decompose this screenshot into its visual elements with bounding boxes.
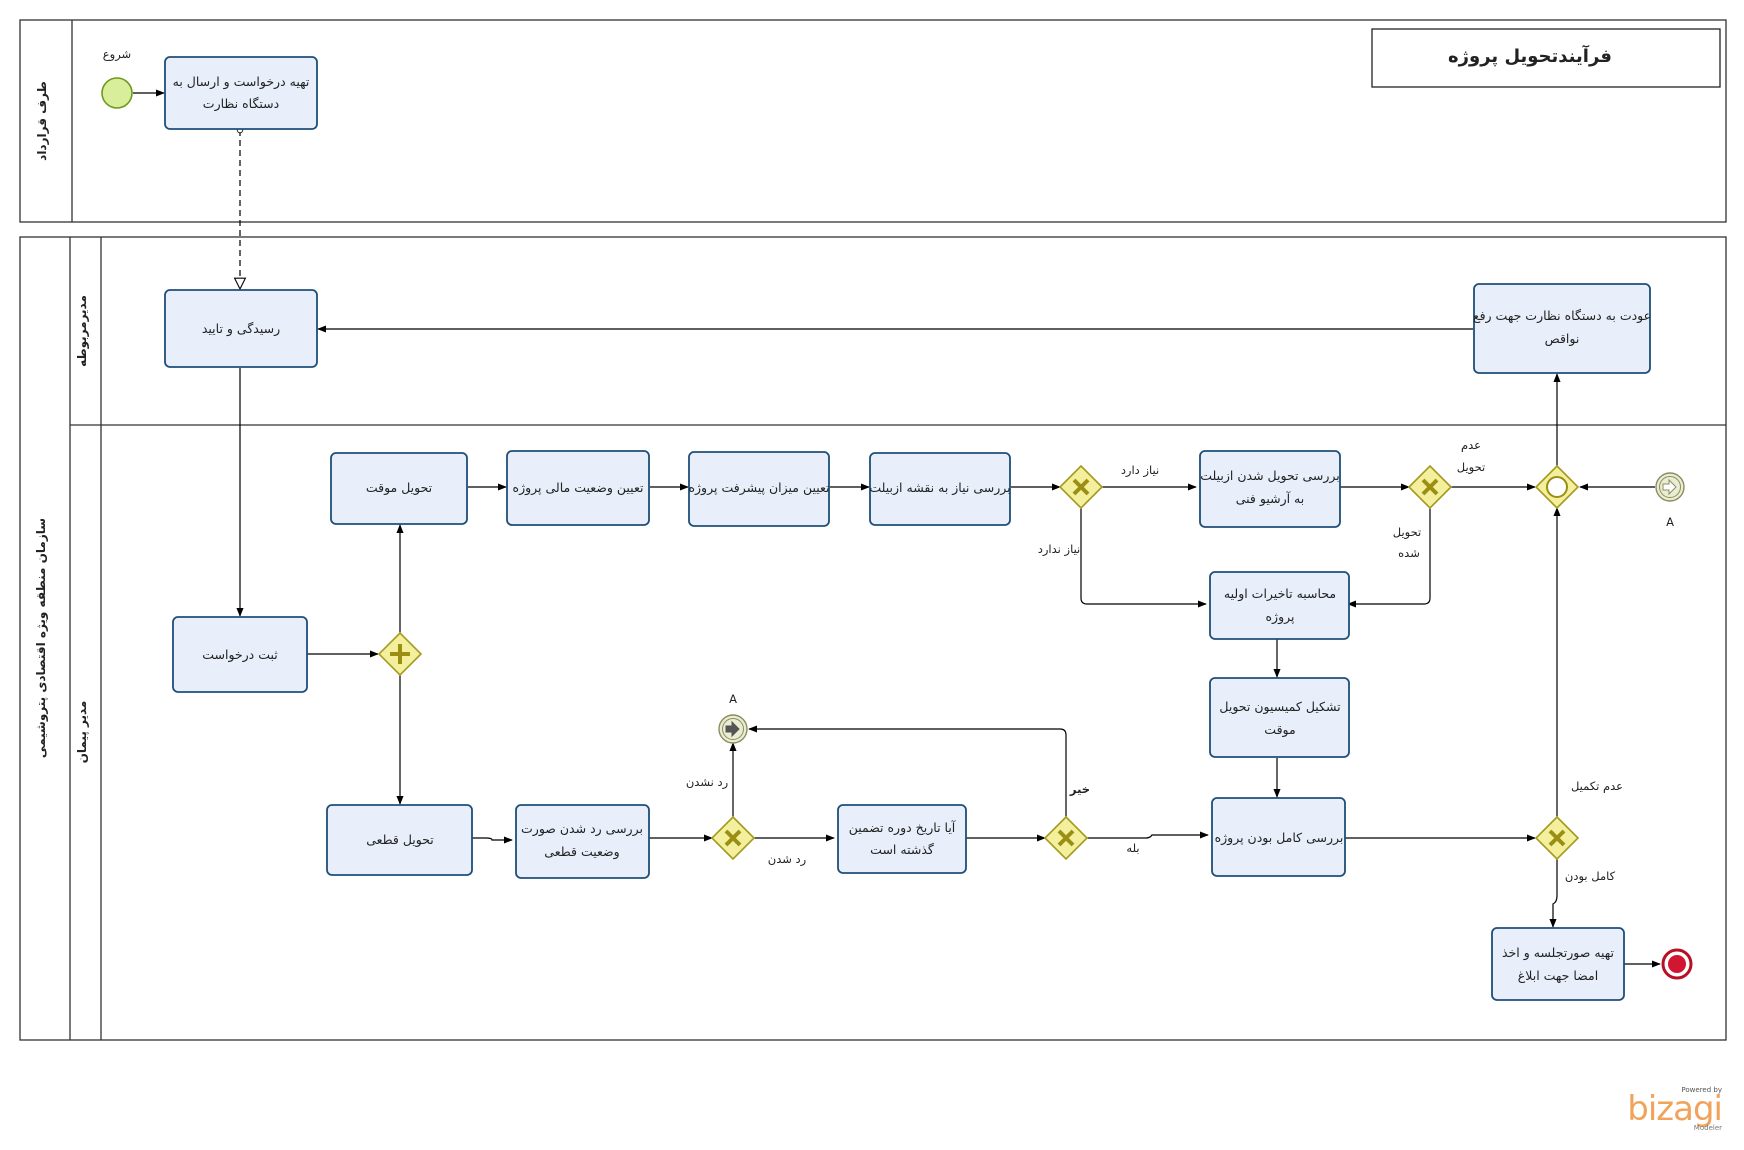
link-catch-label: A [1666,515,1674,529]
link-arrow-icon [725,720,740,738]
task-completeness[interactable] [1211,797,1346,877]
task-temporary-delivery[interactable] [330,452,468,525]
pool-contractor-label: طرف قرارداد [35,81,49,161]
bizagi-logo: Powered by bizagi Modeler [1627,1086,1723,1132]
task-progress-amount[interactable] [688,451,830,527]
brand-name: bizagi [1627,1089,1723,1129]
task-warranty-date[interactable] [837,804,967,874]
lane-related-manager-label: مدیرمربوطه [75,295,90,367]
lane-contract-manager-label: مدیر پیمان [75,701,89,764]
flow-label-complete: کامل بودن [1565,869,1616,884]
connectors [133,89,1661,968]
title-box: فرآیندتحویل پروژه [1371,28,1721,88]
pool-organization: سازمان منطقه ویژه اقتصادی پتروشیمی مدیرم… [19,236,1727,1041]
task-return-supervision[interactable] [1473,283,1651,374]
x-icon [1057,829,1075,847]
flow-label-no: خیر [1069,782,1090,796]
x-icon [1072,478,1090,496]
task-register-request-label: ثبت درخواست [202,647,278,663]
x-icon [724,829,742,847]
flow-label-no-need: نیاز ندارد [1038,542,1081,557]
task-register-request[interactable] [172,616,308,693]
flow-label-yes: بله [1126,841,1139,855]
task-completeness-label: بررسی کامل بودن پروژه [1215,830,1344,846]
task-progress-amount-label: تعیین میزان پیشرفت پروژه [688,480,830,496]
link-arrow-icon [1662,478,1677,496]
plus-icon [390,644,410,664]
flow-label-incomplete: عدم تکمیل [1571,779,1623,793]
flow-label-needs: نیاز دارد [1121,463,1159,478]
flow-label-not-rejected: رد نشدن [686,775,728,790]
brand-powered: Powered by [1681,1086,1722,1094]
pool-contractor: طرف قرارداد [19,19,1727,223]
link-catch-event: A [1655,472,1685,529]
x-icon [1421,478,1439,496]
task-final-delivery-label: تحویل قطعی [366,832,434,848]
circle-icon [1546,476,1568,498]
task-asbuilt-archive[interactable] [1199,450,1341,528]
exclusive-gateway-asbuilt-need [1058,464,1104,510]
start-event-label: شروع [103,47,131,62]
task-review-approve[interactable] [164,289,318,368]
parallel-gateway [377,631,423,677]
task-final-delivery[interactable] [326,804,473,876]
start-event: شروع [101,47,133,109]
task-delay-calc[interactable] [1209,571,1350,640]
task-commission[interactable] [1209,677,1350,758]
brand-sub: Modeler [1693,1124,1722,1132]
task-review-approve-label: رسیدگی و تایید [202,321,280,337]
page-title: فرآیندتحویل پروژه [1448,44,1612,67]
task-minutes[interactable] [1491,927,1625,1001]
link-throw-label: A [729,692,737,706]
x-icon [1548,829,1566,847]
exclusive-gateway-warranty [1043,815,1089,861]
task-prepare-request[interactable] [164,56,318,130]
task-asbuilt-need-label: بررسی نیاز به نقشه ازبیلت [869,480,1010,496]
link-throw-event: A [718,692,748,744]
task-temporary-delivery-label: تحویل موقت [366,480,433,496]
exclusive-gateway-archive [1407,464,1453,510]
task-asbuilt-need[interactable] [869,452,1011,526]
pool-organization-label: سازمان منطقه ویژه اقتصادی پتروشیمی [34,518,49,758]
task-financial-status-label: تعیین وضعیت مالی پروژه [513,480,644,496]
exclusive-gateway-rejection [710,815,756,861]
exclusive-gateway-completeness [1534,815,1580,861]
task-final-rejection[interactable] [515,804,650,879]
inclusive-gateway-merge [1534,464,1580,510]
end-event [1661,948,1693,980]
flow-label-rejected: رد شدن [768,852,806,867]
task-financial-status[interactable] [506,450,650,526]
